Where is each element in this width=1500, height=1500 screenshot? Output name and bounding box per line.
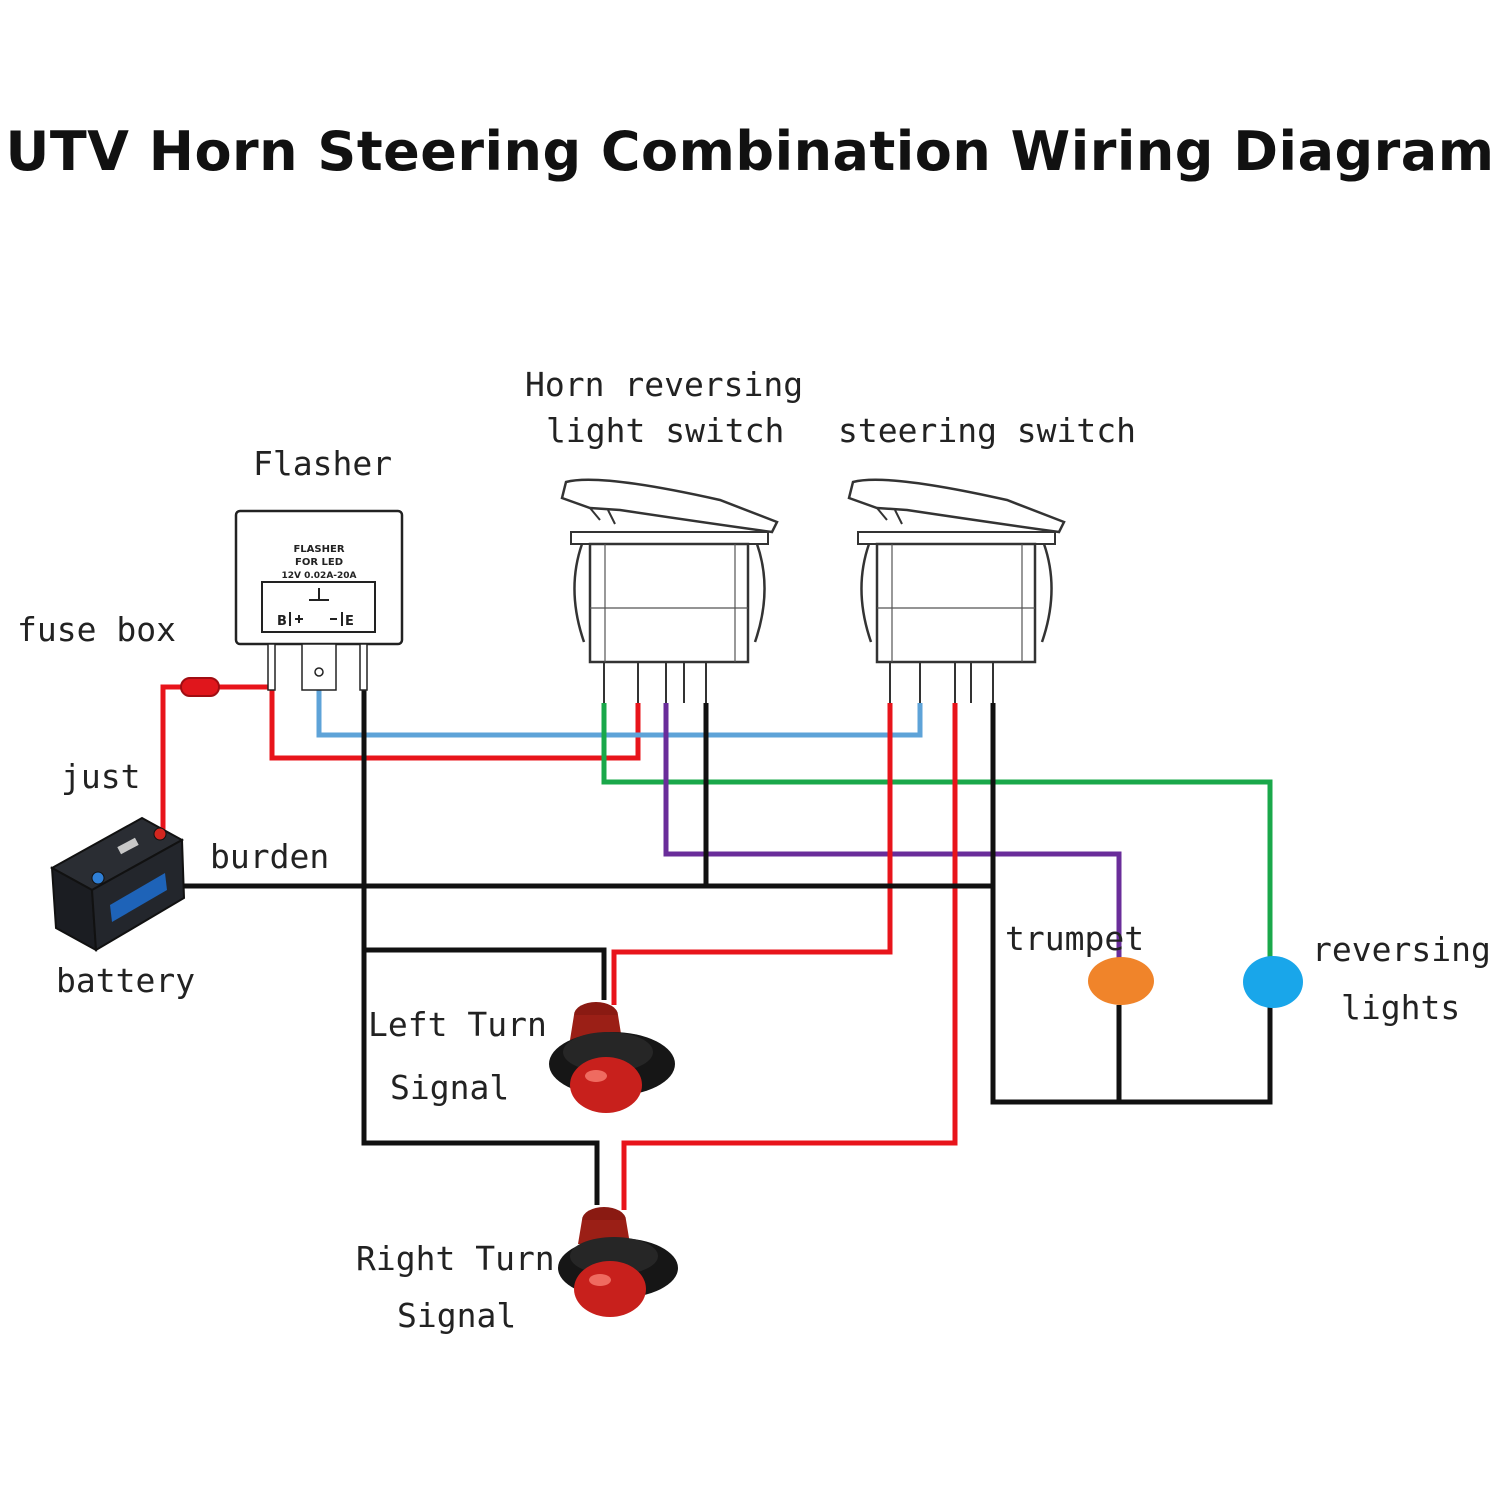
left-turn-wire (611, 703, 893, 1005)
reversing-lights-label-line1: reversing (1312, 930, 1491, 969)
left-turn-label-line2: Signal (390, 1068, 510, 1107)
flasher-unit: FLASHER FOR LED 12V 0.02A-20A B E (234, 509, 404, 691)
flasher-output-wire (316, 690, 923, 738)
right-turn-wire (621, 703, 958, 1210)
left-turn-signal-lamp (549, 1002, 675, 1113)
ground-left-turn-wire (364, 947, 607, 1000)
just-label: just (61, 757, 141, 796)
battery-label: battery (56, 961, 196, 1000)
trumpet-component (1088, 957, 1154, 1005)
flasher-unit-line1: FLASHER (293, 544, 344, 555)
terminal-b-label: B (277, 614, 287, 629)
left-turn-label-line1: Left Turn (368, 1005, 547, 1044)
steering-switch-label: steering switch (838, 411, 1137, 450)
horn-switch-label-line1: Horn reversing (525, 365, 804, 404)
reversing-lights-label-line2: lights (1341, 988, 1461, 1027)
reversing-light-component (1243, 956, 1303, 1008)
reverse-light-wire (601, 703, 1273, 958)
ground-flasher-wire (361, 690, 600, 1205)
burden-label: burden (210, 837, 330, 876)
battery (49, 816, 186, 952)
right-turn-label-line1: Right Turn (356, 1239, 555, 1278)
horn-switch-label-line2: light switch (546, 411, 785, 450)
steering-switch (847, 478, 1066, 703)
ground-main-wire (170, 883, 1273, 1105)
battery-positive-wire (160, 684, 641, 832)
fuse-box-label: fuse box (17, 610, 176, 649)
flasher-unit-line3: 12V 0.02A-20A (281, 571, 356, 581)
trumpet-label: trumpet (1005, 919, 1145, 958)
horn-switch (560, 478, 779, 703)
right-turn-signal-lamp (558, 1207, 678, 1317)
flasher-label: Flasher (253, 444, 393, 483)
terminal-e-label: E (345, 614, 354, 629)
inline-fuse (180, 677, 220, 697)
right-turn-label-line2: Signal (397, 1296, 517, 1335)
diagram-title: UTV Horn Steering Combination Wiring Dia… (5, 120, 1495, 183)
flasher-unit-line2: FOR LED (295, 557, 343, 568)
